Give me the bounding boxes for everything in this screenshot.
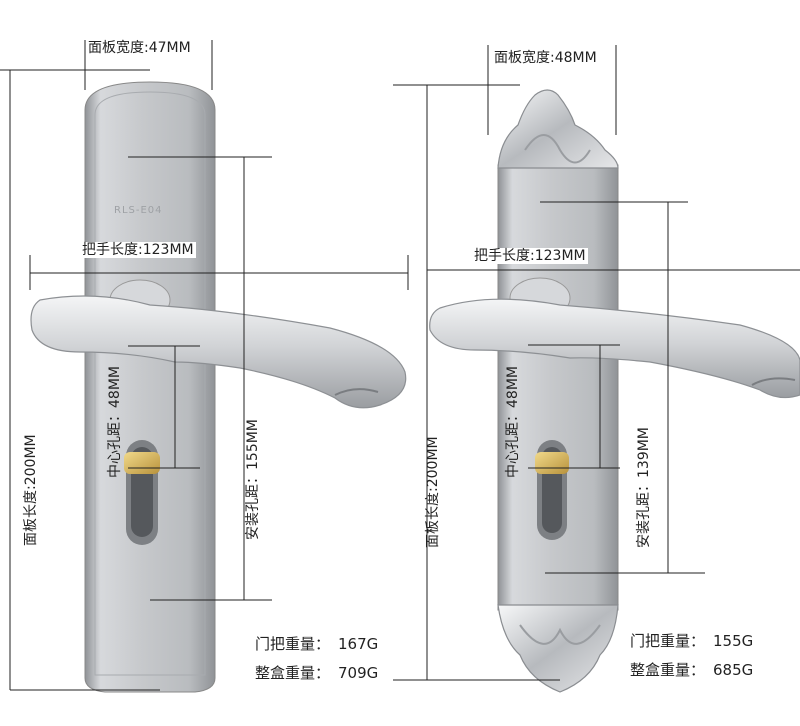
- right-lock: [429, 89, 800, 693]
- right-handle: [429, 298, 800, 399]
- left-panel-width-label: 面板宽度:47MM: [86, 40, 193, 56]
- right-panel-length-label: 面板长度:200MM: [425, 436, 441, 548]
- right-bottom-ornament: [497, 604, 619, 693]
- right-box-weight-label: 整盒重量：: [630, 661, 706, 679]
- right-handle-length-label: 把手长度:123MM: [472, 248, 588, 264]
- dimension-lines: [0, 40, 800, 691]
- left-panel-length-label: 面板长度:200MM: [23, 434, 39, 546]
- right-handle-weight-label: 门把重量：: [630, 632, 706, 650]
- left-box-weight-label: 整盒重量：: [255, 664, 331, 682]
- left-handle: [30, 295, 407, 409]
- left-engraving: RLS-E04: [114, 205, 163, 216]
- left-center-distance-label: 中心孔距：48MM: [107, 366, 123, 478]
- left-cylinder: [124, 452, 160, 474]
- right-panel-width-label: 面板宽度:48MM: [492, 50, 599, 66]
- left-box-weight-value: 709G: [338, 664, 379, 682]
- right-handle-weight: 门把重量： 155G: [630, 634, 753, 649]
- right-handle-weight-value: 155G: [713, 632, 754, 650]
- left-handle-weight: 门把重量： 167G: [255, 637, 378, 652]
- right-box-weight-value: 685G: [713, 661, 754, 679]
- left-handle-length-label: 把手长度:123MM: [80, 242, 196, 258]
- left-handle-weight-label: 门把重量：: [255, 635, 331, 653]
- right-center-distance-label: 中心孔距：48MM: [505, 366, 521, 478]
- left-lock: [30, 81, 407, 693]
- left-box-weight: 整盒重量： 709G: [255, 666, 378, 681]
- left-handle-weight-value: 167G: [338, 635, 379, 653]
- right-install-distance-label: 安装孔距：139MM: [636, 427, 652, 548]
- right-box-weight: 整盒重量： 685G: [630, 663, 753, 678]
- left-install-distance-label: 安装孔距：155MM: [245, 419, 261, 540]
- right-top-ornament: [497, 89, 619, 169]
- right-cylinder: [535, 452, 569, 474]
